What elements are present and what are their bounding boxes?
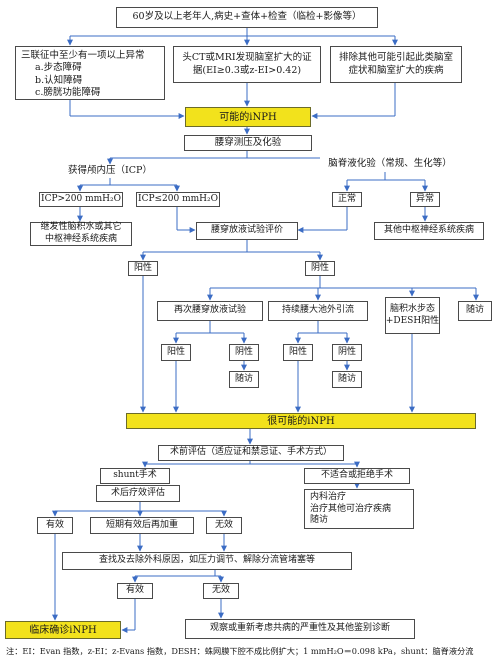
shunt-surgery-box: shunt手术 bbox=[100, 468, 170, 484]
gait-line-1: 脑积水步态 bbox=[389, 303, 435, 314]
footnote: 注：EI：Evan 指数，z-EI：z-Evans 指数，DESH：蛛网膜下腔不… bbox=[6, 646, 474, 656]
drain-positive-box: 阳性 bbox=[283, 344, 313, 361]
reconsider-diagnosis-box: 观察或重新考虑共病的严重性及其他鉴别诊断 bbox=[185, 619, 415, 639]
secondary-line-2: 中枢神经系统疾病 bbox=[44, 234, 117, 244]
preop-evaluation-box: 术前评估（适应证和禁忌证、手术方式） bbox=[158, 445, 344, 461]
tap-positive-box: 阳性 bbox=[128, 261, 158, 276]
imaging-criteria-box: 头CT或MRI发现脑室扩大的证 据(EI≥0.3或z-EI>0.42) bbox=[173, 46, 321, 83]
repeat-tap-box: 再次腰穿放液试验 bbox=[157, 301, 263, 321]
ineffective-box: 无效 bbox=[206, 517, 242, 534]
postop-evaluation-box: 术后疗效评估 bbox=[96, 485, 180, 502]
lumbar-drainage-box: 持续腰大池外引流 bbox=[268, 301, 368, 321]
triad-title: 三联征中至少有一项以上异常 bbox=[21, 50, 145, 61]
followup-right-box: 随访 bbox=[458, 301, 492, 321]
secondary-hydrocephalus-box: 继发性脑积水或其它 中枢神经系统疾病 bbox=[30, 222, 132, 246]
confirmed-inph-box: 临床确诊iNPH bbox=[5, 621, 121, 639]
triad-cognition: b.认知障碍 bbox=[35, 74, 83, 86]
secondary-line-1: 继发性脑积水或其它 bbox=[40, 222, 122, 233]
ineffective-2-box: 无效 bbox=[203, 583, 239, 599]
short-term-relapse-box: 短期有效后再加重 bbox=[90, 517, 194, 534]
clinical-triad-box: 三联征中至少有一项以上异常 a.步态障碍 b.认知障碍 c.膀胱功能障碍 bbox=[15, 46, 165, 100]
effective-2-box: 有效 bbox=[117, 583, 153, 599]
triad-bladder: c.膀胱功能障碍 bbox=[35, 87, 101, 99]
lumbar-puncture-box: 腰穿测压及化验 bbox=[184, 135, 312, 151]
csf-abnormal-box: 异常 bbox=[410, 192, 440, 207]
imaging-line-1: 头CT或MRI发现脑室扩大的证 bbox=[182, 52, 312, 64]
icp-high-box: ICP>200 mmH₂O bbox=[39, 192, 123, 207]
csf-normal-box: 正常 bbox=[332, 192, 362, 207]
alternative-treatment-box: 内科治疗 治疗其他可治疗疾病 随访 bbox=[304, 489, 414, 529]
effective-box: 有效 bbox=[37, 517, 73, 534]
possible-inph-box: 可能的iNPH bbox=[185, 107, 311, 127]
gait-desh-box: 脑积水步态 +DESH阳性 bbox=[385, 297, 440, 334]
alt-medical: 内科治疗 bbox=[310, 492, 347, 502]
tap-negative-box: 阴性 bbox=[305, 261, 335, 276]
other-cns-disease-box: 其他中枢神经系统疾病 bbox=[374, 222, 484, 240]
probable-inph-box: 很可能的iNPH bbox=[126, 413, 476, 429]
imaging-line-2: 据(EI≥0.3或z-EI>0.42) bbox=[192, 64, 302, 76]
icp-low-box: ICP≤200 mmH₂O bbox=[136, 192, 220, 207]
exclusion-line-2: 症状和脑室扩大的疾病 bbox=[348, 64, 444, 76]
gait-line-2: +DESH阳性 bbox=[385, 315, 440, 326]
entry-criteria-box: 60岁及以上老年人,病史+查体+检查（临检+影像等） bbox=[116, 7, 378, 28]
drain-followup-box: 随访 bbox=[332, 371, 362, 388]
surgical-cause-search-box: 查找及去除外科原因，如压力调节、解除分流管堵塞等 bbox=[62, 552, 352, 570]
repeat-followup-box: 随访 bbox=[229, 371, 259, 388]
unsuitable-surgery-box: 不适合或拒绝手术 bbox=[304, 468, 410, 484]
exclusion-criteria-box: 排除其他可能引起此类脑室 症状和脑室扩大的疾病 bbox=[330, 46, 462, 83]
csf-test-box: 脑脊液化验（常规、生化等） bbox=[320, 156, 460, 172]
alt-treat-other: 治疗其他可治疗疾病 bbox=[310, 503, 392, 514]
icp-box: 获得颅内压（ICP） bbox=[60, 165, 160, 178]
repeat-negative-box: 阴性 bbox=[229, 344, 259, 361]
repeat-positive-box: 阳性 bbox=[161, 344, 191, 361]
triad-gait: a.步态障碍 bbox=[35, 62, 82, 74]
alt-followup: 随访 bbox=[310, 515, 329, 526]
drain-negative-box: 阴性 bbox=[332, 344, 362, 361]
tap-test-box: 腰穿放液试验评价 bbox=[196, 222, 298, 240]
exclusion-line-1: 排除其他可能引起此类脑室 bbox=[338, 52, 453, 64]
